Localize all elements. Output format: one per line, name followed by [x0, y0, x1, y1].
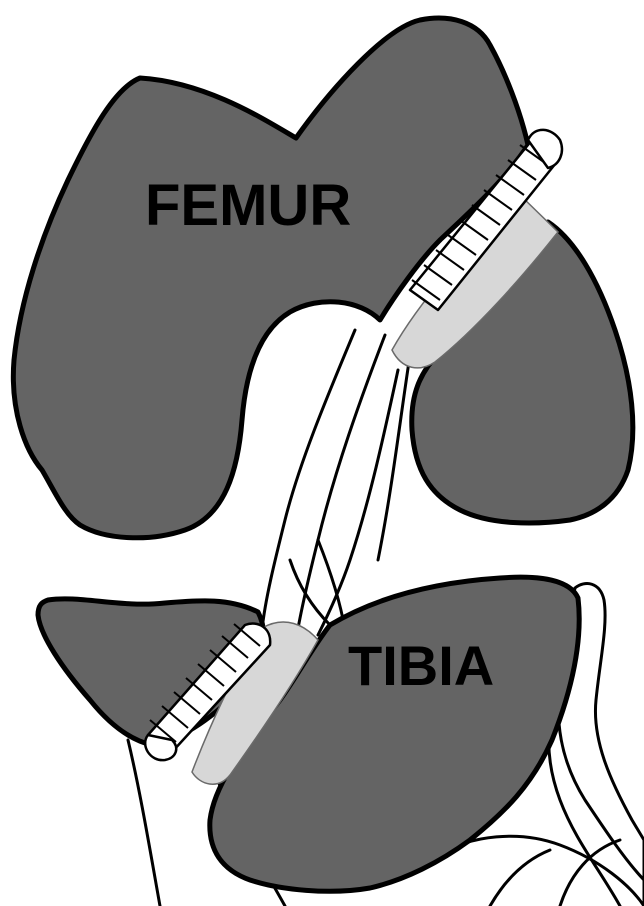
tibia-bone [210, 577, 579, 891]
femur-label: FEMUR [145, 173, 351, 238]
tibia-label: TIBIA [348, 634, 494, 697]
ligament-fibers [262, 330, 410, 640]
